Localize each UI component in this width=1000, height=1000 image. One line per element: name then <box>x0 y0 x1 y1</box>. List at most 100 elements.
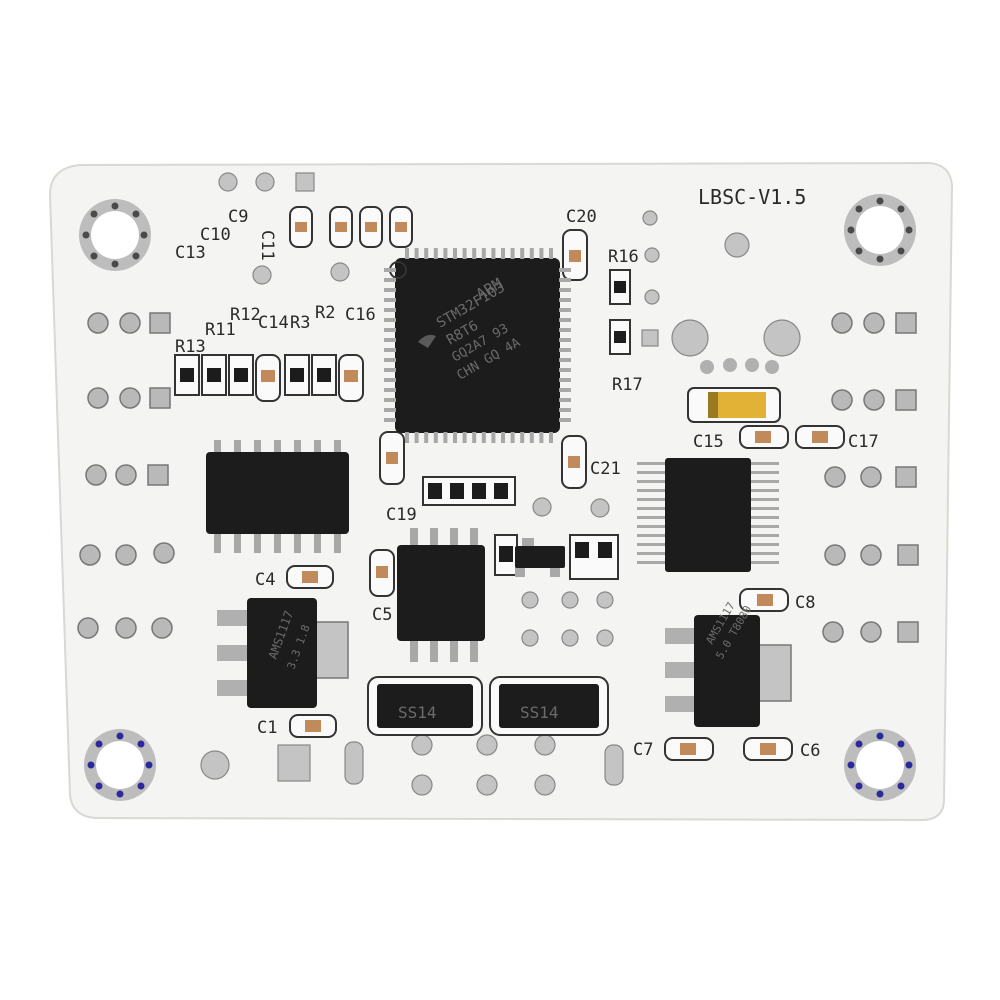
label-c6: C6 <box>800 741 820 761</box>
ic-pin <box>750 471 779 474</box>
ic-pin <box>750 498 779 501</box>
soic8-chip <box>397 528 485 662</box>
ic-pin <box>481 432 486 443</box>
ic-pin <box>491 432 496 443</box>
ic-pin <box>430 640 438 662</box>
ic-pin <box>384 378 396 382</box>
ic-pin <box>501 248 505 259</box>
ic-pin <box>405 432 409 443</box>
ic-pin <box>234 533 241 553</box>
ic-pin <box>470 640 478 662</box>
ic-pin <box>384 358 396 362</box>
label-c1: C1 <box>257 718 277 738</box>
ic-pin <box>410 528 418 546</box>
ic-pin <box>520 432 525 443</box>
ic-pin <box>384 338 396 342</box>
ic-pin <box>750 462 779 465</box>
ic-pin <box>254 533 261 553</box>
ic-pin <box>481 248 486 259</box>
ic-pin <box>414 248 419 259</box>
ic-pin <box>510 248 515 259</box>
ic-pin <box>750 525 779 528</box>
ic-pin <box>453 248 457 259</box>
ic-pin <box>410 640 418 662</box>
tssop-chip <box>637 458 779 572</box>
ic-pin <box>470 528 478 546</box>
ic-pin <box>384 408 396 412</box>
ic-pin <box>559 328 571 332</box>
ic-pin <box>637 561 666 564</box>
ic-pin <box>637 471 666 474</box>
ic-pin <box>559 378 571 382</box>
ic-pin <box>559 408 571 412</box>
regulator-left <box>217 598 349 708</box>
ic-pin <box>559 288 571 292</box>
ic-pin <box>539 432 544 443</box>
ic-pin <box>334 440 341 453</box>
ic-pin <box>424 248 429 259</box>
ic-pin <box>559 338 571 342</box>
ic-pin <box>637 498 666 501</box>
ic-pin <box>294 533 301 553</box>
ic-pin <box>559 398 571 402</box>
ic-pin <box>559 348 571 352</box>
ic-pin <box>520 248 525 259</box>
label-c10: C10 <box>200 225 231 245</box>
mounting-hole-icon <box>79 194 916 801</box>
ic-pin <box>510 432 515 443</box>
ic-pin <box>472 432 477 443</box>
ic-pin <box>462 432 467 443</box>
ic-pin <box>314 533 321 553</box>
ic-pin <box>559 418 571 422</box>
ic-pin <box>559 298 571 302</box>
label-r13: R13 <box>175 337 206 357</box>
ic-pin <box>637 480 666 483</box>
label-r3: R3 <box>290 313 310 333</box>
diode-left-marking: SS14 <box>398 703 437 722</box>
ic-pin <box>384 278 396 282</box>
smd-components <box>174 206 845 761</box>
ic-pin <box>274 440 281 453</box>
ic-pin <box>443 248 448 259</box>
ic-pin <box>529 248 534 259</box>
label-c9: C9 <box>228 207 248 227</box>
ic-pin <box>559 368 571 372</box>
ic-pin <box>443 432 448 443</box>
soic14-chip <box>206 440 349 553</box>
ic-pin <box>750 534 779 537</box>
ic-pin <box>472 248 477 259</box>
ic-pin <box>549 248 553 259</box>
ic-pin <box>750 507 779 510</box>
ic-pin <box>450 640 458 662</box>
label-c15: C15 <box>693 432 724 452</box>
ic-pin <box>559 318 571 322</box>
label-c20: C20 <box>566 207 597 227</box>
ic-pin <box>453 432 457 443</box>
regulator-right <box>665 615 792 727</box>
ic-pin <box>529 432 534 443</box>
ic-pin <box>559 278 571 282</box>
label-c4: C4 <box>255 570 275 590</box>
ic-pin <box>559 358 571 362</box>
ic-pin <box>750 543 779 546</box>
header-pads-right <box>822 312 919 643</box>
ic-pin <box>424 432 429 443</box>
label-r11: R11 <box>205 320 236 340</box>
ic-pin <box>637 516 666 519</box>
ic-pin <box>637 543 666 546</box>
ic-pin <box>274 533 281 553</box>
diode-right-marking: SS14 <box>520 703 559 722</box>
label-c16: C16 <box>345 305 376 325</box>
ic-pin <box>384 268 396 272</box>
label-c5: C5 <box>372 605 392 625</box>
ic-pin <box>549 432 553 443</box>
board-version-label: LBSC-V1.5 <box>698 185 806 209</box>
sot23-transistor <box>515 538 565 577</box>
ic-pin <box>750 516 779 519</box>
ic-pin <box>214 440 221 453</box>
ic-pin <box>294 440 301 453</box>
label-r2: R2 <box>315 303 335 323</box>
ic-pin <box>462 248 467 259</box>
label-c13: C13 <box>175 243 206 263</box>
